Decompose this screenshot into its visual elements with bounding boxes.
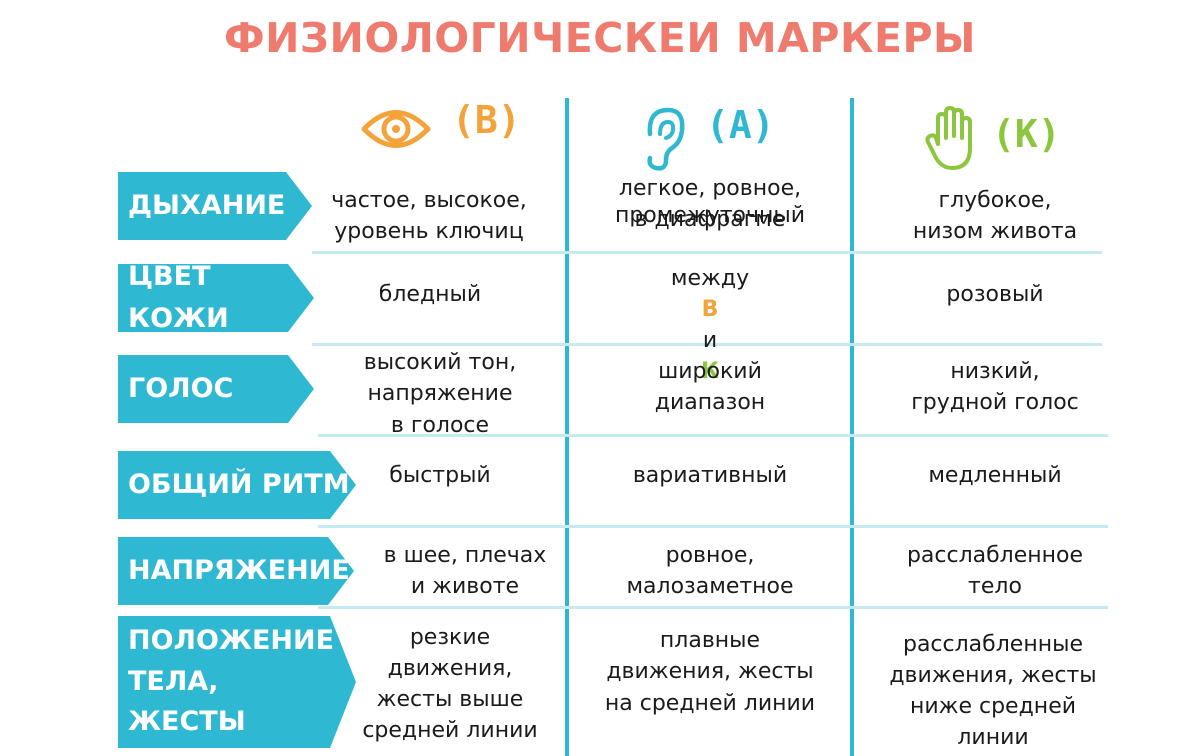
cell-body-a: плавные движения, жесты на средней линии bbox=[604, 628, 816, 716]
cell-tension-k: расслабленное тело bbox=[906, 542, 1084, 599]
cell-tension-a: ровное, малозаметное bbox=[626, 542, 794, 599]
cell-rhythm-k: медленный bbox=[928, 463, 1062, 489]
row-separator bbox=[318, 525, 1108, 528]
letter-v-inline: В bbox=[701, 297, 719, 322]
row-label-rhythm: ОБЩИЙ РИТМ bbox=[118, 451, 356, 519]
ear-icon bbox=[640, 104, 688, 174]
row-separator bbox=[318, 434, 1108, 437]
cell-breathing-k: глубокое, низом живота bbox=[912, 187, 1078, 244]
cell-breathing-a: легкое, ровное, в диафрагме bbox=[618, 175, 802, 232]
column-header-auditory: (А) bbox=[640, 96, 775, 174]
row-label-skin-color: ЦВЕТ КОЖИ bbox=[118, 264, 314, 332]
cell-skin-a-line2: между В и К bbox=[670, 265, 750, 385]
cell-skin-a: промежуточный между В и К bbox=[580, 203, 840, 384]
row-label-tension: НАПРЯЖЕНИЕ bbox=[118, 537, 354, 605]
cell-skin-v: бледный bbox=[378, 282, 482, 308]
row-label-body-position: ПОЛОЖЕНИЕ ТЕЛА, ЖЕСТЫ bbox=[118, 616, 356, 748]
cell-tension-v: в шее, плечах и животе bbox=[383, 542, 547, 599]
cell-rhythm-a: вариативный bbox=[632, 463, 788, 489]
column-letter-a: (А) bbox=[706, 103, 775, 147]
column-header-visual: (В) bbox=[360, 98, 521, 160]
column-letter-k: (К) bbox=[992, 112, 1061, 156]
column-divider bbox=[850, 98, 854, 756]
row-label-breathing: ДЫХАНИЕ bbox=[118, 172, 312, 240]
cell-body-k: расслабленные движения, жесты ниже средн… bbox=[889, 631, 1097, 751]
cell-voice-k: низкий, грудной голос bbox=[911, 358, 1079, 415]
column-header-kinesthetic: (К) bbox=[924, 106, 1061, 172]
page-title: ФИЗИОЛОГИЧЕСКЕИ МАРКЕРЫ bbox=[223, 14, 977, 62]
row-separator bbox=[312, 251, 1102, 254]
hand-icon bbox=[924, 106, 982, 172]
cell-breathing-v: частое, высокое, уровень ключиц bbox=[331, 187, 527, 244]
cell-skin-a-line1: промежуточный bbox=[614, 203, 806, 229]
cell-rhythm-v: быстрый bbox=[389, 463, 491, 489]
column-letter-v: (В) bbox=[452, 98, 521, 142]
cell-voice-v: высокий тон, напряжение в голосе bbox=[363, 350, 517, 438]
column-divider bbox=[565, 98, 569, 756]
row-separator bbox=[318, 606, 1108, 609]
cell-voice-a: широкий диапазон bbox=[654, 358, 766, 415]
row-label-voice: ГОЛОС bbox=[118, 355, 314, 423]
eye-icon bbox=[360, 98, 432, 160]
cell-body-v: резкие движения, жесты выше средней лини… bbox=[362, 624, 538, 744]
cell-skin-k: розовый bbox=[946, 282, 1044, 308]
row-separator bbox=[312, 343, 1102, 346]
letter-k-inline: К bbox=[701, 359, 719, 385]
